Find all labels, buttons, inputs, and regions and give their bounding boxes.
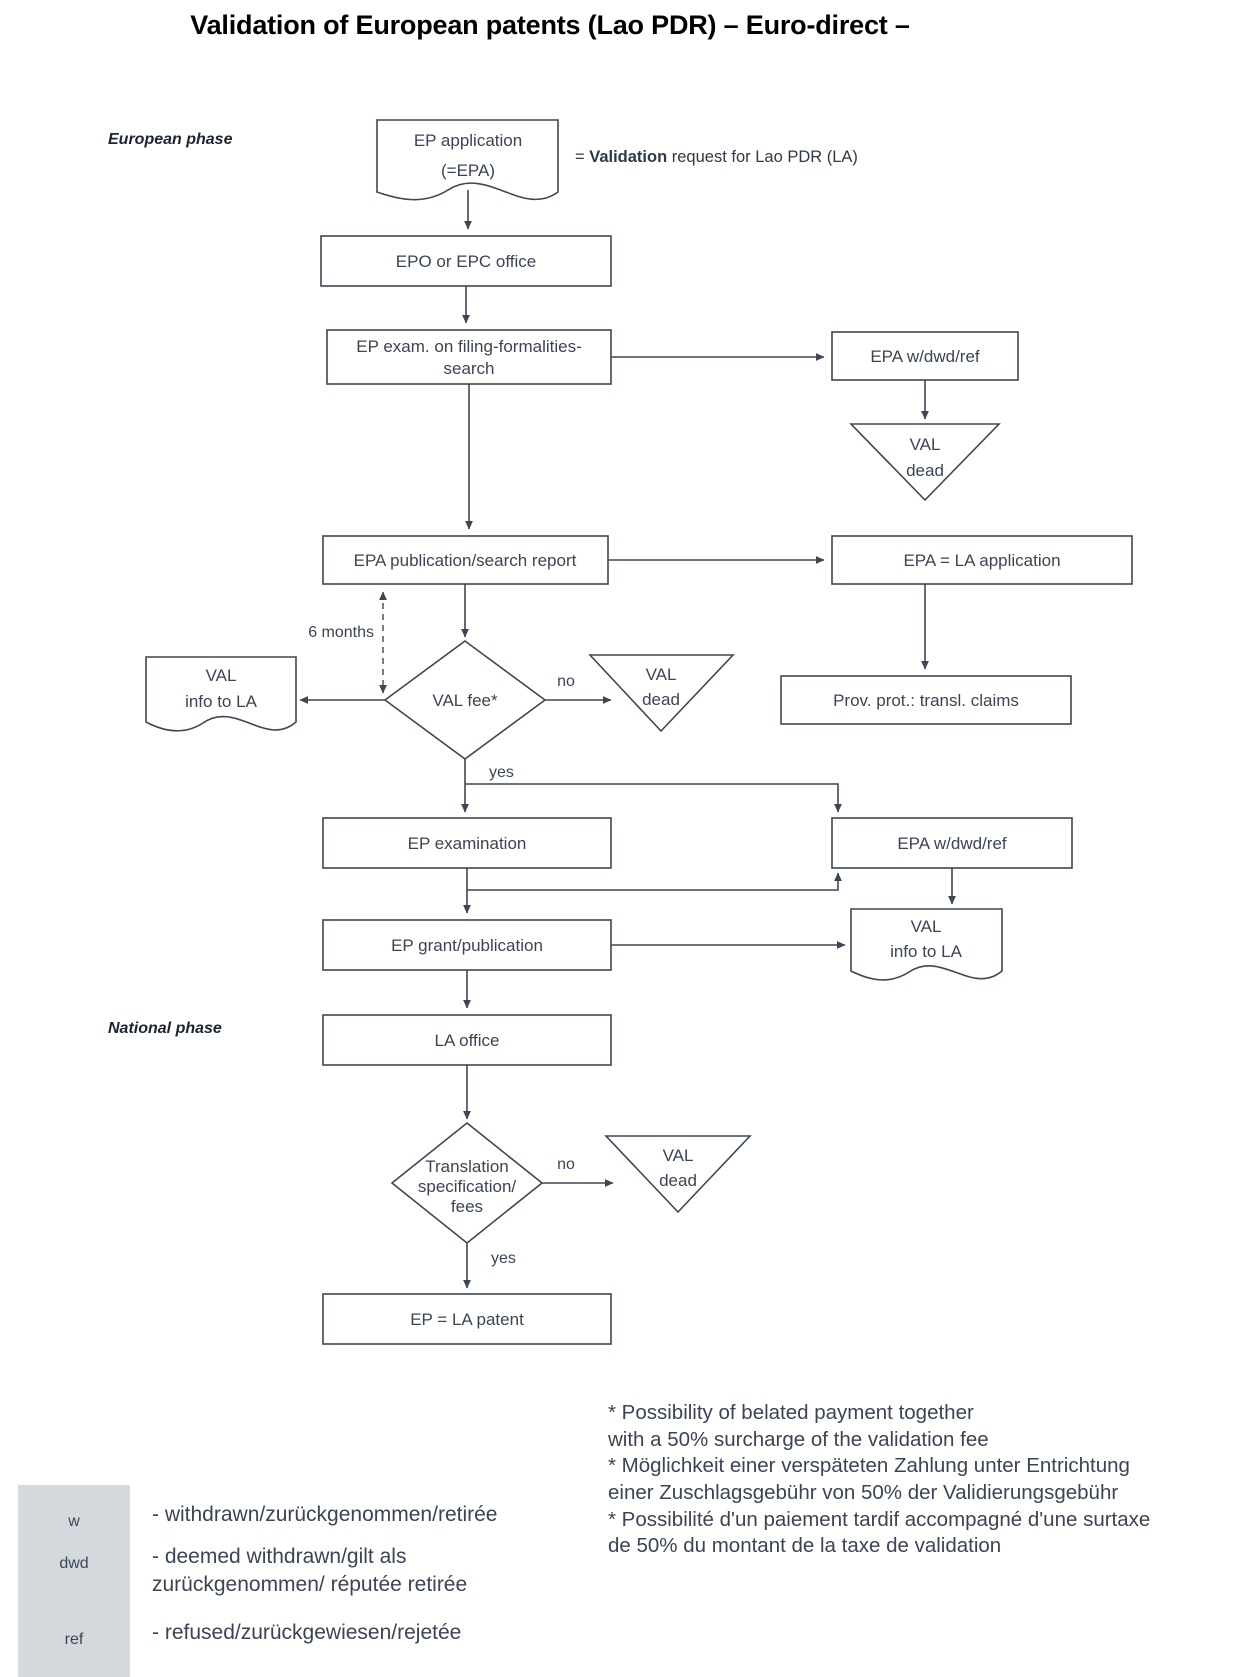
node-epa-publication-label: EPA publication/search report [354,551,577,570]
node-epo-office-label: EPO or EPC office [396,252,536,271]
node-epa-wdwdref-mid-label: EPA w/dwd/ref [897,834,1007,853]
node-val-dead-mid[interactable]: VAL dead [588,654,735,733]
legend-abbr-dwd: dwd [59,1555,89,1572]
edge-label-yes-translation: yes [491,1250,516,1267]
node-val-info-right-line1: VAL [911,917,942,936]
node-la-office-label: LA office [435,1031,500,1050]
node-epa-la-application-label: EPA = LA application [903,551,1060,570]
node-val-dead-mid-line1: VAL [646,665,677,684]
node-val-info-left-line1: VAL [206,666,237,685]
node-translation-decision[interactable]: Translation specification/ fees [390,1121,544,1245]
node-ep-application-line2: (=EPA) [441,161,495,180]
edge-label-yes-val-fee: yes [489,764,514,781]
legend-def-ref: - refused/zurückgewiesen/rejetée [152,1621,462,1644]
node-ep-exam-line1: EP exam. on filing-formalities- [356,337,582,356]
node-val-fee-label: VAL fee* [432,691,498,710]
edge-label-no-val-fee: no [557,673,575,690]
validation-request-note: = Validation request for Lao PDR (LA) [575,148,858,167]
phase-label-national: National phase [108,1020,222,1037]
node-val-info-to-la-left[interactable]: VAL info to LA [145,656,297,732]
legend-abbreviation-column: w dwd ref [18,1485,130,1677]
footnote-line-4: einer Zuschlagsgebühr von 50% der Validi… [608,1480,1119,1504]
validation-note-strong: Validation [589,148,668,166]
validation-note-prefix: = [575,148,590,166]
node-epo-or-epc-office[interactable]: EPO or EPC office [320,235,612,287]
node-epa-wdwdref-top-label: EPA w/dwd/ref [870,347,980,366]
node-ep-exam-filing-formalities[interactable]: EP exam. on filing-formalities- search [326,329,612,385]
node-val-dead-mid-line2: dead [642,690,680,709]
node-prov-prot-transl-claims[interactable]: Prov. prot.: transl. claims [780,675,1072,725]
node-epa-wdwdref-top[interactable]: EPA w/dwd/ref [831,331,1019,381]
node-epa-la-application[interactable]: EPA = LA application [831,535,1133,585]
node-val-dead-bottom[interactable]: VAL dead [604,1135,752,1214]
footnote-line-5: * Possibilité d'un paiement tardif accom… [608,1507,1151,1531]
node-ep-application-line1: EP application [414,131,522,150]
footnote-line-2: with a 50% surcharge of the validation f… [608,1427,989,1451]
legend-table: w dwd ref - withdrawn/zurückgenommen/ret… [18,1485,556,1677]
node-ep-examination-label: EP examination [408,834,527,853]
phase-label-european: European phase [108,131,233,148]
node-val-dead-top[interactable]: VAL dead [849,423,1001,502]
node-translation-line2: specification/ [418,1177,517,1196]
node-ep-la-patent[interactable]: EP = LA patent [322,1293,612,1345]
node-prov-prot-label: Prov. prot.: transl. claims [833,691,1019,710]
node-val-dead-top-line2: dead [906,461,944,480]
node-ep-application[interactable]: EP application (=EPA) [376,119,559,201]
edge-val-fee-yes-to-epa-wdwdref-mid [465,783,842,813]
node-val-dead-bottom-line2: dead [659,1171,697,1190]
node-ep-grant-label: EP grant/publication [391,936,543,955]
node-epa-publication-search-report[interactable]: EPA publication/search report [322,535,609,585]
node-ep-exam-line2: search [443,359,494,378]
edge-label-no-translation: no [557,1156,575,1173]
footnote-line-1: * Possibility of belated payment togethe… [608,1401,974,1424]
node-val-dead-top-line1: VAL [910,435,941,454]
legend-definition-column: - withdrawn/zurückgenommen/retirée - dee… [130,1485,556,1677]
node-la-office[interactable]: LA office [322,1014,612,1066]
node-val-fee-decision[interactable]: VAL fee* [383,640,547,760]
node-ep-grant-publication[interactable]: EP grant/publication [322,919,612,971]
page-title: Validation of European patents (Lao PDR)… [190,10,910,40]
node-ep-examination[interactable]: EP examination [322,817,612,869]
edge-examination-to-epa-wdwdref-mid [467,872,842,891]
legend-def-dwd: - deemed withdrawn/gilt als zurückgenomm… [152,1545,468,1596]
legend-abbr-w: w [68,1513,80,1530]
node-val-info-left-line2: info to LA [185,692,257,711]
legend-abbr-ref: ref [64,1631,84,1648]
node-ep-la-patent-label: EP = LA patent [410,1310,524,1329]
node-val-info-right-line2: info to LA [890,942,962,961]
edge-label-six-months: 6 months [308,624,374,641]
validation-note-rest: request for Lao PDR (LA) [667,148,858,166]
footnote-line-3: * Möglichkeit einer verspäteten Zahlung … [608,1454,1130,1478]
node-epa-wdwdref-mid[interactable]: EPA w/dwd/ref [831,817,1073,869]
node-translation-line1: Translation [425,1157,508,1176]
footnote-line-6: de 50% du montant de la taxe de validati… [608,1534,1002,1558]
node-val-info-to-la-right[interactable]: VAL info to LA [850,908,1003,981]
footnotes-block: * Possibility of belated payment togethe… [608,1400,1228,1560]
node-translation-line3: fees [451,1197,483,1216]
node-val-dead-bottom-line1: VAL [663,1146,694,1165]
legend-def-w: - withdrawn/zurückgenommen/retirée [152,1503,498,1526]
